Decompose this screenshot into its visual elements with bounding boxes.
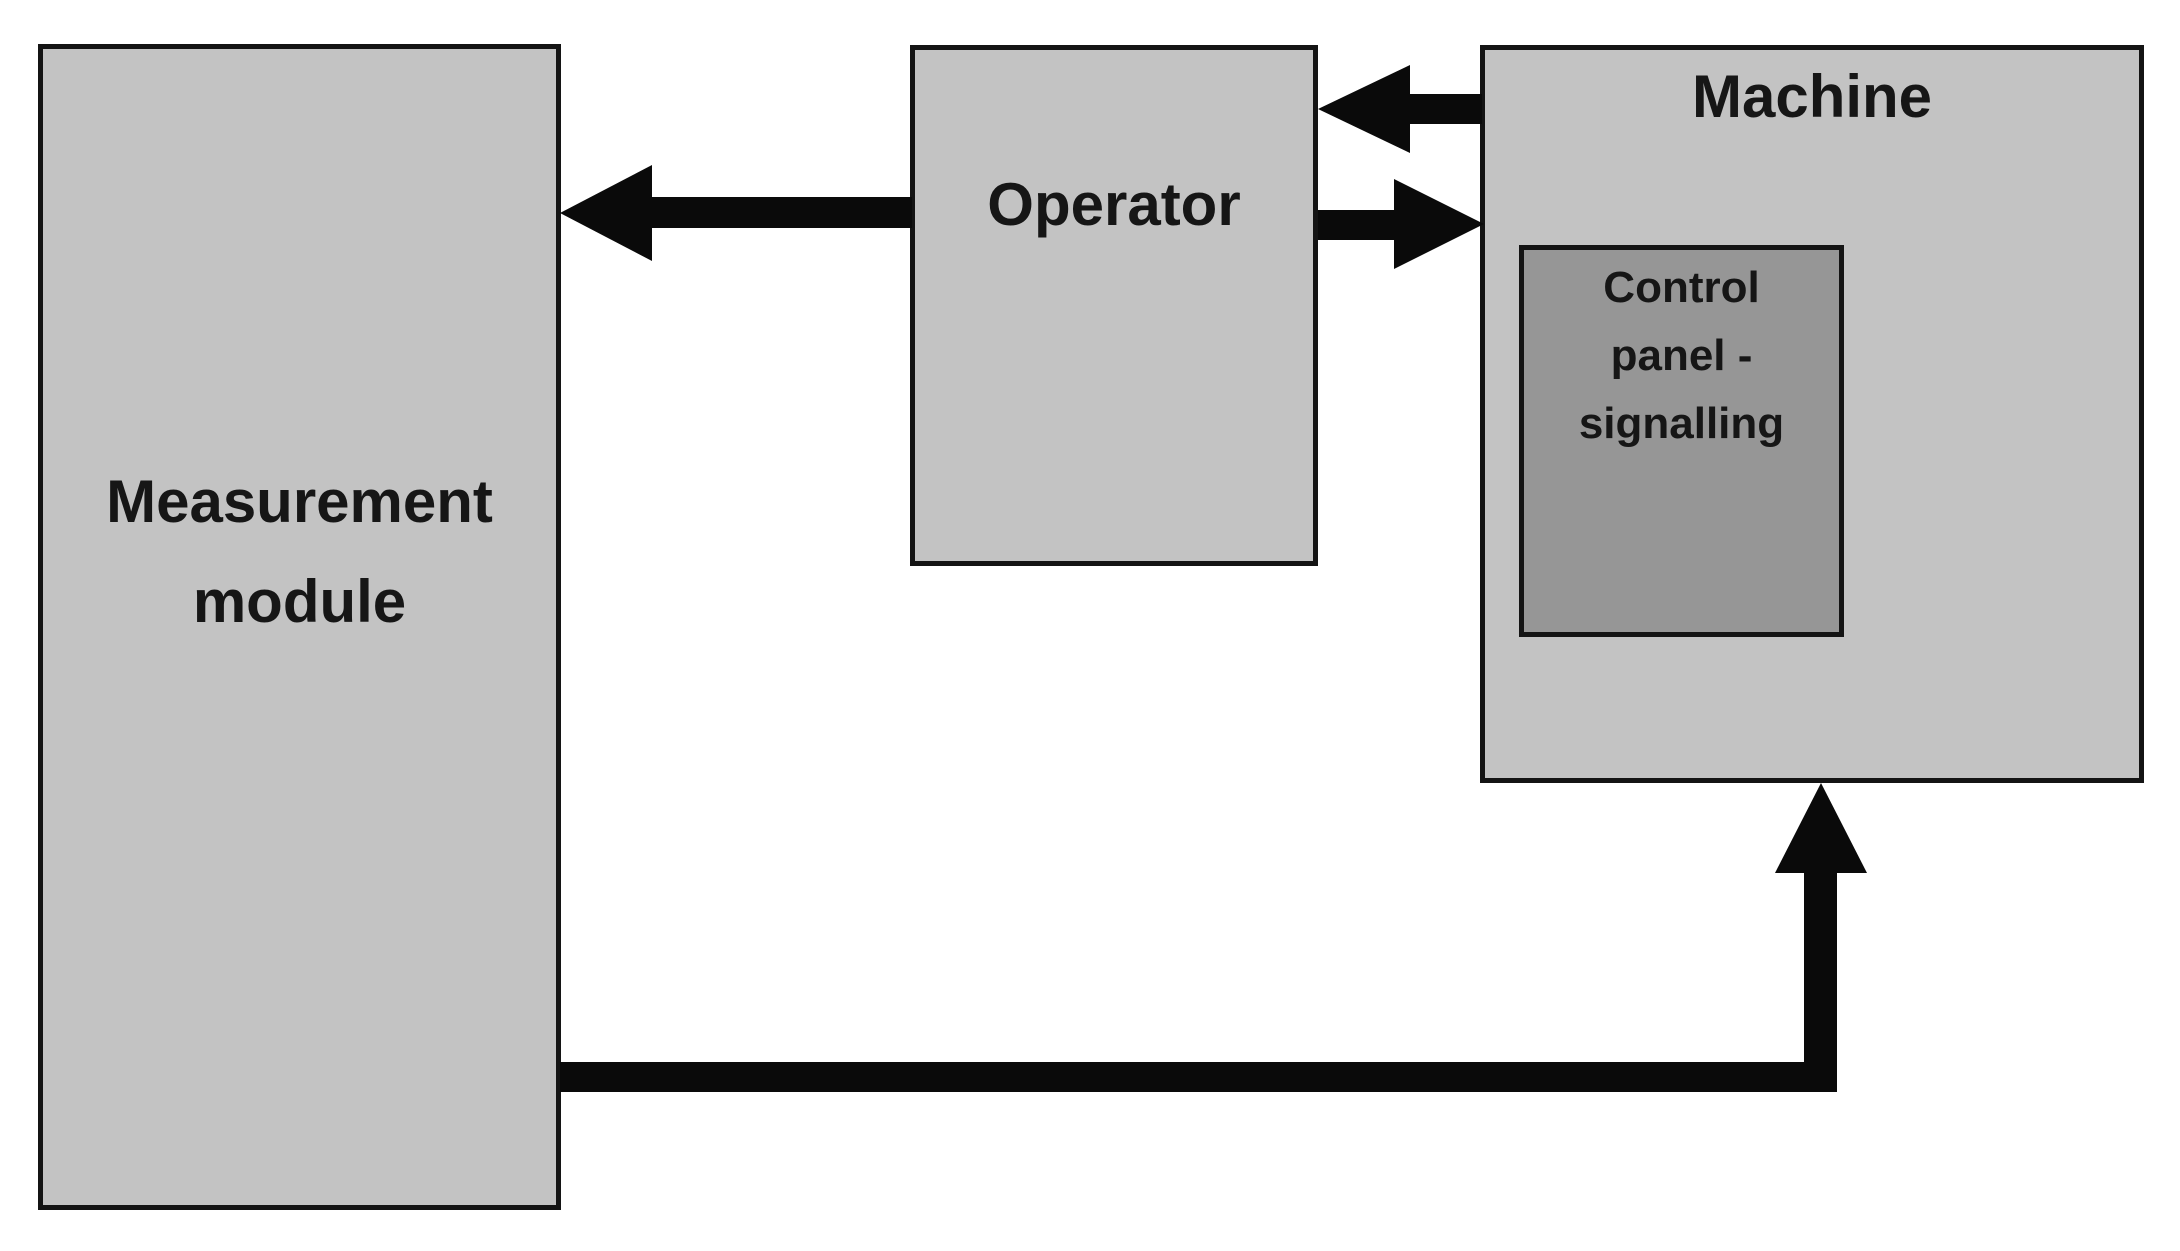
arrowhead-right-icon — [1394, 179, 1484, 269]
node-measurement-module: Measurement module — [38, 44, 561, 1210]
measurement-module-label: Measurement module — [106, 468, 493, 635]
arrowhead-left-icon — [560, 165, 652, 261]
arrow-shaft-horizontal — [560, 1062, 1837, 1092]
arrowhead-left-icon — [1318, 65, 1410, 153]
arrow-shaft — [650, 197, 912, 228]
arrow-shaft — [1408, 94, 1482, 124]
arrowhead-up-icon — [1775, 783, 1867, 873]
node-control-panel: Control panel - signalling — [1519, 245, 1844, 637]
node-operator: Operator — [910, 45, 1318, 566]
machine-label: Machine — [1691, 63, 1933, 130]
operator-label: Operator — [987, 171, 1241, 238]
control-panel-label-text: Control panel - signalling — [1578, 263, 1785, 448]
node-machine: Machine Control panel - signalling — [1480, 45, 2144, 783]
arrow-shaft — [1318, 210, 1396, 240]
control-panel-label: Control panel - signalling — [1524, 254, 1839, 458]
arrow-shaft-vertical — [1804, 868, 1837, 1092]
